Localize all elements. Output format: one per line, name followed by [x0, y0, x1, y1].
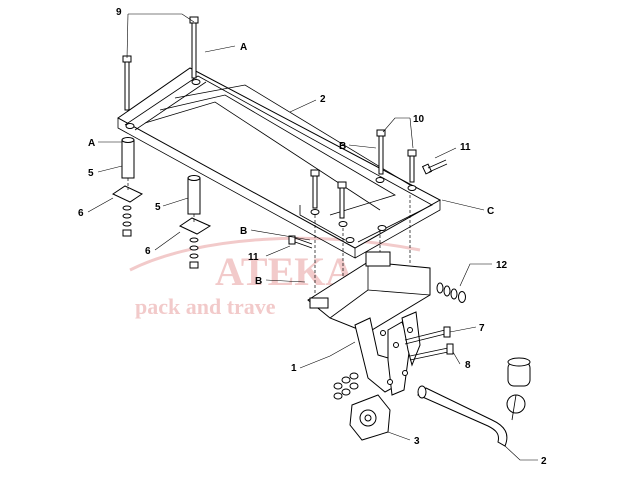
- callout-2-top: 2: [320, 94, 326, 105]
- plate-washers: [125, 79, 417, 243]
- callout-6-mid: 6: [145, 246, 151, 257]
- callout-8: 8: [465, 360, 471, 371]
- callout-10: 10: [413, 114, 425, 125]
- callout-7: 7: [479, 323, 485, 334]
- callout-3: 3: [414, 436, 420, 447]
- bolt-11-right: [421, 159, 448, 175]
- bolt-10-d: [337, 181, 347, 219]
- watermark-tagline: pack and trave: [135, 294, 276, 319]
- bolt-9-left: [122, 55, 132, 111]
- leader-lines: [87, 13, 538, 461]
- callout-1: 1: [291, 363, 297, 374]
- callout-A-top: A: [240, 42, 247, 53]
- cross-member-plate: [117, 67, 442, 259]
- callout-12: 12: [496, 260, 508, 271]
- spacer-plate-left: [111, 185, 144, 237]
- bolt-11-mid: [288, 235, 313, 249]
- callout-11-right: 11: [460, 142, 471, 153]
- nut-stack: [333, 372, 359, 400]
- callout-9: 9: [116, 7, 122, 18]
- spacer-plate-mid: [178, 217, 212, 269]
- callout-labels: 9 A 2 A B 10 11 5 5 6 6 C B 11 B 12 7 1 …: [78, 7, 547, 467]
- callout-C: C: [487, 206, 494, 217]
- washers-12: [436, 282, 466, 303]
- callout-5-left: 5: [88, 168, 94, 179]
- callout-11-mid: 11: [248, 252, 259, 263]
- bolt-10-a: [376, 129, 386, 175]
- bolt-7: [404, 326, 451, 345]
- bolt-8: [409, 343, 454, 361]
- bolt-9-right: [189, 16, 199, 79]
- socket-plate: [349, 394, 391, 441]
- callout-A-left: A: [88, 138, 95, 149]
- bolt-10-c: [310, 169, 320, 209]
- callout-6-left: 6: [78, 208, 84, 219]
- bolt-10-b: [407, 149, 417, 183]
- callout-B-low: B: [255, 276, 262, 287]
- callout-5-mid: 5: [155, 202, 161, 213]
- callout-B-top: B: [339, 141, 346, 152]
- callout-B-mid: B: [240, 226, 247, 237]
- spacer-tube-mid: [187, 175, 201, 215]
- spacer-tube-left: [121, 137, 135, 179]
- tow-ball-neck: [417, 357, 531, 447]
- callout-2-bottom: 2: [541, 456, 547, 467]
